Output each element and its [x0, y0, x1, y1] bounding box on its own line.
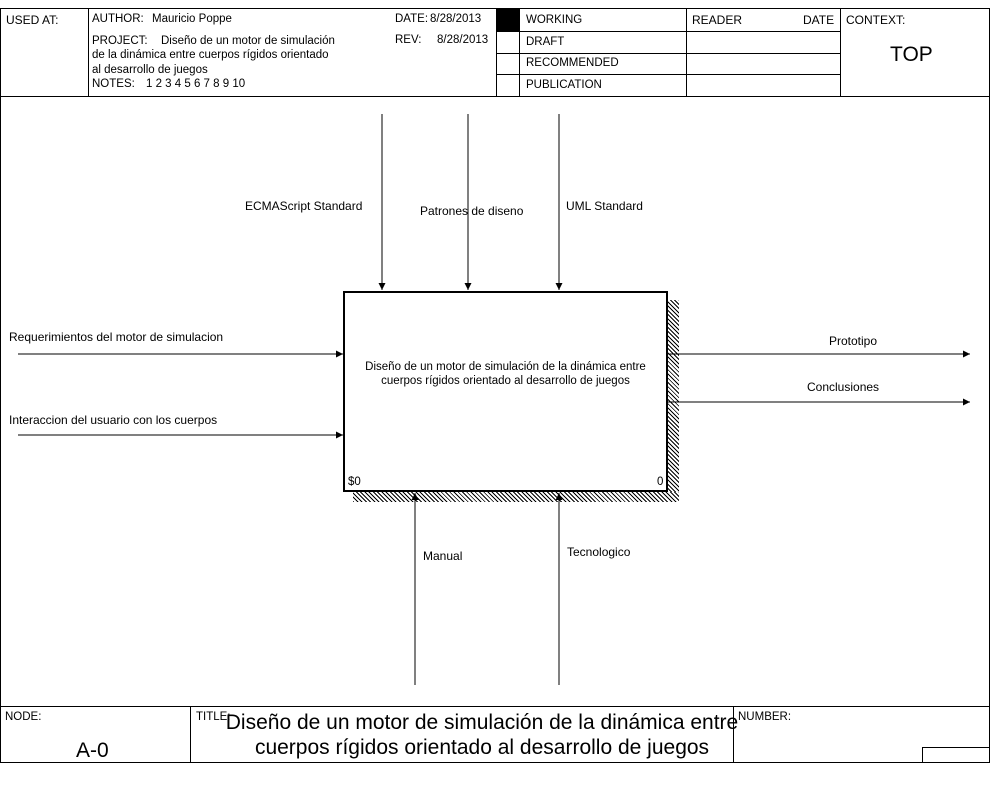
node-value: A-0	[76, 739, 109, 762]
node-label: NODE:	[5, 711, 42, 723]
project-line: de la dinámica entre cuerpos rígidos ori…	[92, 49, 329, 61]
notes-value: 1 2 3 4 5 6 7 8 9 10	[146, 78, 246, 90]
date-value: 8/28/2013	[430, 13, 482, 25]
box-shadow	[353, 492, 679, 502]
title-label: TITLE:	[196, 711, 231, 723]
author-value: Mauricio Poppe	[152, 13, 232, 25]
status-row-divider	[496, 53, 840, 54]
number-label: NUMBER:	[738, 711, 792, 723]
status-working: WORKING	[526, 14, 583, 26]
header-divider	[0, 96, 990, 97]
author-label: AUTHOR:	[92, 13, 144, 25]
input-label: Interaccion del usuario con los cuerpos	[9, 413, 218, 427]
activity-cost: $0	[348, 476, 361, 488]
status-recommended: RECOMMENDED	[526, 57, 619, 69]
reader-date-label: DATE	[803, 13, 835, 27]
project-line: Diseño de un motor de simulación	[161, 35, 335, 47]
date-label: DATE:	[395, 13, 429, 25]
reader-label: READER	[692, 13, 743, 27]
project-line: al desarrollo de juegos	[92, 64, 208, 76]
footer-separator	[190, 706, 191, 763]
context-value: TOP	[890, 43, 933, 66]
page-number-box	[922, 747, 990, 763]
diagram-frame	[0, 8, 990, 763]
project-label: PROJECT:	[92, 35, 148, 47]
output-label: Conclusiones	[807, 380, 880, 394]
box-shadow	[668, 300, 679, 502]
control-label: UML Standard	[566, 199, 643, 213]
header-separator	[496, 8, 497, 96]
input-label: Requerimientos del motor de simulacion	[9, 330, 224, 344]
activity-label: Diseño de un motor de simulación de la d…	[365, 361, 646, 387]
notes-label: NOTES:	[92, 78, 135, 90]
header-separator	[519, 8, 520, 96]
header-separator	[686, 8, 687, 96]
rev-label: REV:	[395, 34, 422, 46]
status-selected-marker	[497, 9, 519, 31]
control-label: Patrones de diseno	[420, 204, 524, 218]
status-draft: DRAFT	[526, 36, 565, 48]
status-publication: PUBLICATION	[526, 79, 602, 91]
used-at-label: USED AT:	[6, 13, 59, 27]
mechanism-label: Tecnologico	[567, 545, 631, 559]
header-separator	[88, 8, 89, 96]
footer-separator	[733, 706, 734, 763]
header-separator	[840, 8, 841, 96]
activity-number: 0	[657, 476, 664, 488]
activity-box[interactable]	[343, 291, 668, 492]
mechanism-label: Manual	[423, 549, 463, 563]
rev-value: 8/28/2013	[437, 34, 489, 46]
context-label: CONTEXT:	[846, 13, 906, 27]
status-row-divider	[496, 74, 840, 75]
footer-divider	[0, 706, 990, 707]
diagram-title: Diseño de un motor de simulación de la d…	[225, 711, 739, 759]
output-label: Prototipo	[829, 334, 878, 348]
status-row-divider	[496, 31, 840, 32]
control-label: ECMAScript Standard	[245, 199, 363, 213]
